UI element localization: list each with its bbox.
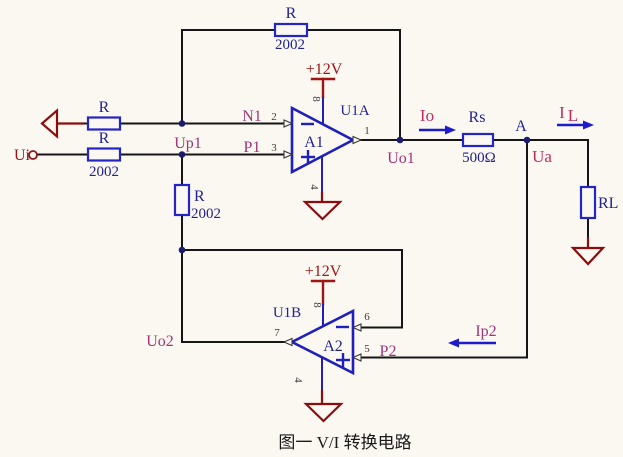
input-label: Ui: [14, 147, 31, 164]
resistor-body: [273, 22, 309, 38]
pin-arrow-a2-out: [282, 337, 293, 347]
resistor-n1-series: R: [86, 99, 122, 131]
power-label-a2: +12V: [305, 263, 342, 280]
opamp-a1-plus-symbol: [301, 150, 315, 164]
pin-pos-number-a1: 3: [271, 142, 277, 154]
pin-arrow-a2-neg: [351, 323, 362, 332]
current-il-group: I L: [557, 103, 594, 130]
net-label-uo1: Uo1: [387, 150, 415, 167]
input-terminal-group: Ui: [14, 147, 38, 164]
net-label-p1: P1: [244, 139, 261, 156]
current-arrowhead-il: [583, 120, 594, 130]
resistor-label: RL: [598, 195, 618, 212]
net-label-up1: Up1: [174, 135, 202, 152]
pin-vcc-number-a1: 8: [310, 96, 322, 102]
wire-a2-output: [181, 249, 285, 343]
current-arrowhead-io: [445, 125, 456, 135]
resistor-feedback-top: R 2002: [273, 5, 309, 53]
pin-neg-number-a2: 6: [364, 311, 370, 323]
junction-uo2: [178, 246, 186, 254]
opamp-a2-group: +12V 8 A2 U1B 6 5 7 4: [273, 263, 370, 423]
power-symbol-a1: [310, 77, 336, 99]
net-label-node-a: A: [515, 118, 527, 135]
resistor-body: [461, 132, 495, 148]
resistor-label: R: [99, 130, 110, 147]
ground-rl-icon: [570, 246, 606, 266]
pin-arrow-a1-out: [352, 135, 363, 145]
resistor-input-series: R 2002: [86, 130, 122, 180]
figure-caption: 图一 V/I 转换电路: [278, 433, 411, 452]
input-terminal-icon: [28, 150, 38, 160]
resistor-up1-feedback: R 2002: [173, 183, 221, 222]
resistor-body: [173, 183, 191, 217]
resistor-label: R: [99, 99, 110, 116]
power-label-a1: +12V: [306, 61, 343, 78]
pin-vcc-number-a2: 8: [311, 302, 323, 308]
pin-out-number-a2: 7: [274, 327, 280, 339]
ground-left-icon: [40, 108, 59, 139]
resistor-value: 2002: [89, 164, 119, 180]
pin-gnd-number-a1: 4: [308, 184, 320, 190]
pin-gnd-number-a2: 4: [292, 377, 304, 383]
current-io-group: Io: [419, 106, 456, 135]
junction-node-a: [523, 136, 531, 144]
resistor-body: [86, 116, 122, 131]
current-ip2-group: Ip2: [448, 323, 497, 348]
junction-up1: [178, 151, 186, 158]
opamp-a1-ref: U1A: [340, 103, 369, 119]
power-symbol-a2: [310, 279, 336, 306]
current-label-ip2: Ip2: [475, 323, 496, 340]
resistor-label: R: [194, 188, 205, 205]
current-label-il-subscript: L: [568, 106, 578, 125]
pin-arrow-a1-pos: [283, 150, 294, 159]
load-ground-group: [570, 237, 606, 266]
net-label-ua: Ua: [532, 147, 552, 166]
net-label-n1: N1: [242, 108, 262, 125]
pin-out-number-a1: 1: [364, 125, 370, 137]
pin-arrow-a1-neg: [283, 119, 294, 128]
junction-uo1: [396, 136, 404, 144]
resistor-label: Rs: [469, 109, 486, 126]
opamp-a1-designator: A1: [304, 134, 324, 151]
resistor-label: R: [286, 5, 297, 22]
net-label-p2: P2: [380, 343, 397, 360]
ground-a2-icon: [303, 402, 344, 423]
opamp-a1-group: +12V 8 A1 U1A 2 3 1 4: [271, 61, 370, 221]
resistor-sense: Rs 500Ω: [461, 109, 496, 166]
wire-a2-feedback: [181, 249, 403, 329]
opamp-a2-plus-symbol: [336, 353, 350, 367]
pin-neg-number-a1: 2: [271, 111, 277, 123]
resistor-load: RL: [579, 185, 618, 220]
junction-dots: [178, 120, 531, 254]
resistor-body: [86, 147, 122, 162]
left-ground-arrow-group: [40, 108, 84, 139]
resistor-value: 2002: [275, 37, 305, 53]
ground-a1-icon: [302, 200, 343, 221]
wire-node-a-to-p2: [360, 139, 528, 359]
net-label-uo2: Uo2: [146, 333, 174, 350]
resistor-value: 2002: [191, 206, 221, 222]
opamp-a2-triangle: [289, 308, 355, 376]
net-labels: N1 P1 Up1 Uo1 Uo2 P2 A Ua: [146, 108, 552, 360]
junction-n1: [178, 120, 186, 127]
opamp-a2-designator: A2: [323, 338, 343, 355]
pin-pos-number-a2: 5: [364, 343, 370, 355]
current-arrowhead-ip2: [448, 338, 459, 348]
resistor-value: 500Ω: [462, 150, 496, 166]
resistor-body: [579, 185, 597, 220]
pin-arrow-a2-pos: [351, 353, 362, 362]
current-label-io: Io: [420, 106, 434, 125]
opamp-a2-ref: U1B: [273, 305, 301, 321]
current-label-il: I: [559, 103, 565, 122]
